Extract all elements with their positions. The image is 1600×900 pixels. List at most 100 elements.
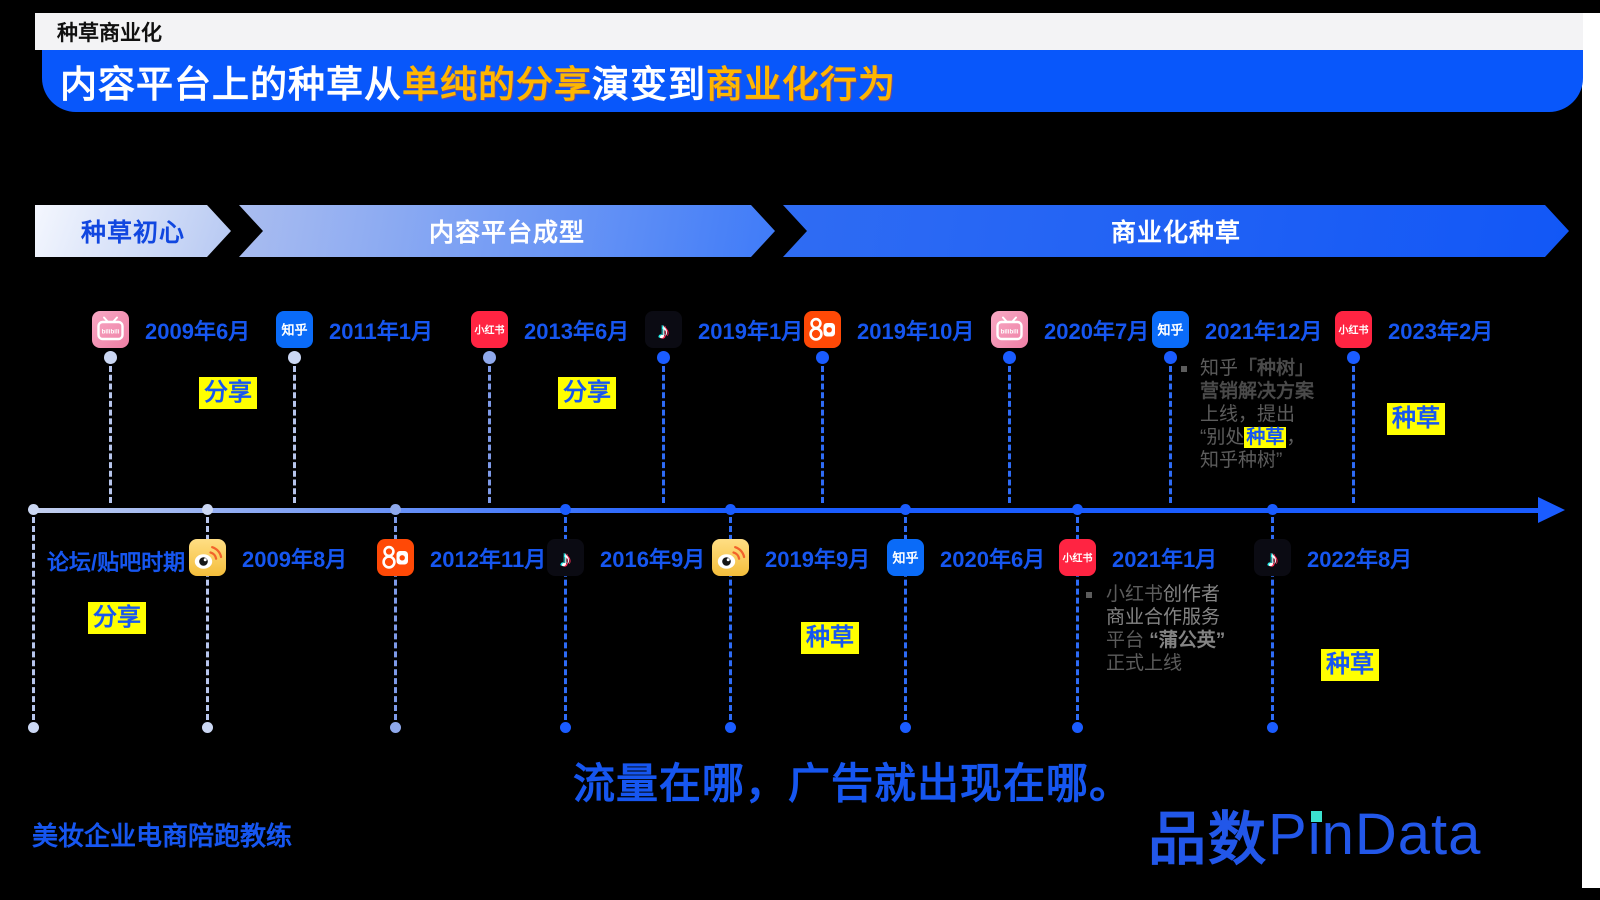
phase-label: 种草初心 — [80, 219, 185, 247]
note-highlight-seeding: 种草 — [1244, 427, 1287, 448]
event-date: 2011年1月 — [329, 318, 433, 344]
timeline-event-zhihu-2020: 知乎 2020年6月 — [887, 539, 1045, 576]
kuaishou-icon — [804, 311, 841, 348]
connector-dot — [390, 722, 401, 733]
douyin-icon: ♪♪♪ — [645, 311, 682, 348]
event-date: 2019年1月 — [698, 318, 804, 344]
bilibili-icon: bilibili — [991, 311, 1028, 348]
tag-seeding: 种草 — [1387, 403, 1445, 435]
timeline-event-douyin-2016: ♪♪♪ 2016年9月 — [547, 539, 705, 576]
note-text: “别处 — [1200, 427, 1245, 448]
connector-dot — [1072, 504, 1083, 515]
svg-text:♪: ♪ — [561, 546, 573, 572]
svg-text:♪: ♪ — [659, 318, 671, 344]
connector-dot — [560, 504, 571, 515]
event-date: 2020年6月 — [940, 546, 1046, 572]
bilibili-icon: bilibili — [92, 311, 129, 348]
connector-dot — [560, 722, 571, 733]
event-date: 2023年2月 — [1388, 318, 1494, 344]
connector-dot — [202, 722, 213, 733]
connector-dot — [202, 504, 213, 515]
timeline-event-douyin-2022: ♪♪♪ 2022年8月 — [1254, 539, 1412, 576]
connector-line — [662, 366, 665, 503]
connector-dot — [288, 351, 301, 364]
event-date: 2020年7月 — [1044, 318, 1150, 344]
tag-share: 分享 — [88, 602, 146, 634]
connector-line — [1008, 366, 1011, 503]
connector-line — [488, 366, 491, 503]
logo-cn-text: 品数 — [1148, 807, 1269, 872]
timeline-event-bilibili-2020: bilibili 2020年7月 — [991, 311, 1149, 348]
phase-arrow-3: 商业化种草 — [783, 205, 1569, 257]
note-text: 知乎种树” — [1200, 450, 1283, 471]
svg-text:♪: ♪ — [558, 545, 570, 571]
zhihu-icon: 知乎 — [887, 539, 924, 576]
connector-dot — [1267, 504, 1278, 515]
connector-line — [1271, 517, 1274, 720]
logo-i-teal-dot: i — [1307, 801, 1322, 867]
event-date: 2012年11月 — [430, 546, 547, 572]
svg-text:♪: ♪ — [1265, 545, 1277, 571]
connector-dot — [725, 504, 736, 515]
weibo-icon — [189, 539, 226, 576]
footer-left-text: 美妆企业电商陪跑教练 — [32, 821, 293, 851]
phase-arrow-2: 内容平台成型 — [239, 205, 775, 257]
tag-seeding: 种草 — [801, 622, 859, 654]
era-label-forum-tieba: 论坛/贴吧时期 — [47, 550, 186, 575]
svg-text:小红书: 小红书 — [474, 324, 505, 337]
slogan-text: 流量在哪，广告就出现在哪。 — [573, 760, 1133, 807]
connector-dot — [1164, 351, 1177, 364]
note-text-bold: 「种树」 — [1238, 358, 1315, 379]
timeline-axis — [33, 508, 1541, 513]
note-text-light: 商业合作服务 — [1106, 607, 1221, 628]
timeline-event-xiaohongshu-2013: 小红书 2013年6月 — [471, 311, 629, 348]
headline-part-highlight: 单纯的分享 — [402, 64, 592, 105]
connector-dot — [28, 504, 39, 515]
connector-line — [729, 517, 732, 720]
connector-dot — [1267, 722, 1278, 733]
connector-line — [32, 517, 35, 720]
xiaohongshu-icon: 小红书 — [1335, 311, 1372, 348]
timeline-event-zhihu-2021: 知乎 2021年12月 — [1152, 311, 1322, 348]
note-text-bold: “蒲公英” — [1149, 630, 1226, 651]
connector-dot — [900, 722, 911, 733]
event-date: 2022年8月 — [1307, 546, 1413, 572]
note-text: 知乎 — [1200, 358, 1239, 379]
connector-line — [206, 517, 209, 720]
connector-dot — [816, 351, 829, 364]
zhihu-icon: 知乎 — [1152, 311, 1189, 348]
timeline-event-kuaishou-2012: 2012年11月 — [377, 539, 546, 576]
svg-text:♪: ♪ — [656, 317, 668, 343]
kicker-text: 种草商业化 — [57, 21, 162, 45]
svg-text:♪: ♪ — [1268, 546, 1280, 572]
connector-dot — [1347, 351, 1360, 364]
event-date: 2009年8月 — [242, 546, 348, 572]
connector-dot — [483, 351, 496, 364]
timeline-axis-arrowhead — [1538, 497, 1565, 523]
timeline-event-bilibili-2009: bilibili 2009年6月 — [92, 311, 250, 348]
connector-dot — [28, 722, 39, 733]
timeline-event-xiaohongshu-2023: 小红书 2023年2月 — [1335, 311, 1493, 348]
svg-text:bilibili: bilibili — [1001, 329, 1019, 336]
tag-seeding: 种草 — [1321, 649, 1379, 681]
connector-dot — [390, 504, 401, 515]
connector-line — [904, 517, 907, 720]
connector-dot — [1003, 351, 1016, 364]
svg-text:bilibili: bilibili — [102, 329, 120, 336]
headline-part: 内容平台上的种草从 — [60, 64, 402, 105]
note-text-light: 创作者 — [1163, 584, 1221, 605]
douyin-icon: ♪♪♪ — [1254, 539, 1291, 576]
svg-text:小红书: 小红书 — [1338, 324, 1369, 337]
douyin-icon: ♪♪♪ — [547, 539, 584, 576]
svg-text:小红书: 小红书 — [1062, 552, 1093, 565]
note-text-bold: 营销解决方案 — [1200, 381, 1315, 402]
note-text: 平台 — [1106, 630, 1145, 651]
connector-line — [293, 366, 296, 503]
note-bullet — [1181, 366, 1187, 372]
timeline-event-kuaishou-2019: 2019年10月 — [804, 311, 974, 348]
connector-dot — [725, 722, 736, 733]
connector-dot — [1072, 722, 1083, 733]
svg-text:知乎: 知乎 — [281, 323, 307, 338]
connector-line — [1352, 366, 1355, 503]
